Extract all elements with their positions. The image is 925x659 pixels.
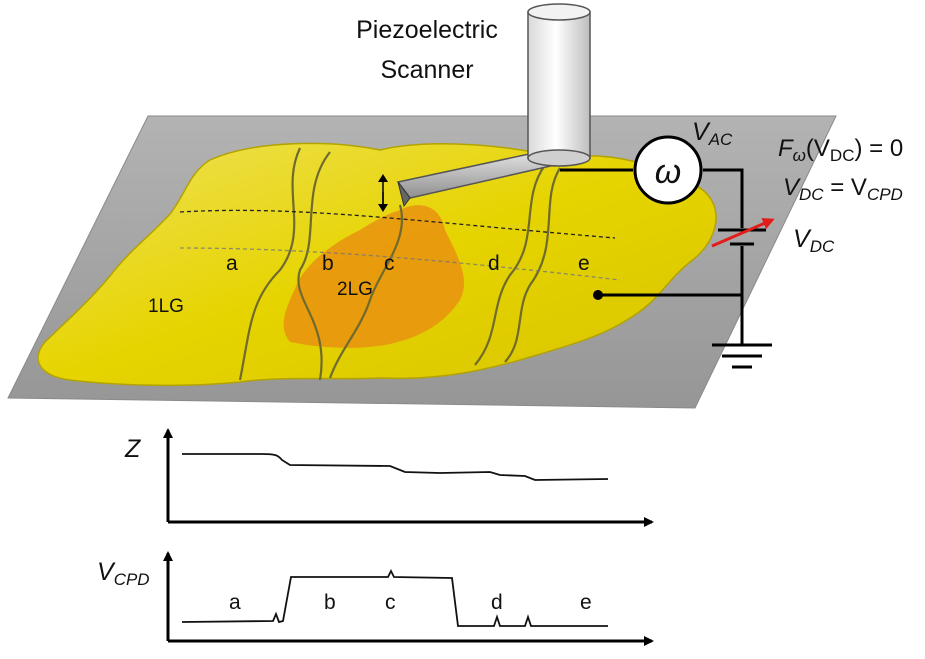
vac-label: VAC — [692, 118, 733, 149]
variable-arrow — [711, 218, 775, 248]
scan-line-projection — [179, 247, 621, 281]
grain-boundaries — [238, 147, 561, 381]
label-sample-c: c — [384, 252, 395, 275]
cpd-region-d: d — [491, 591, 503, 614]
boundary-a — [238, 147, 301, 381]
piezo-scanner — [527, 3, 591, 167]
label-sample-d: d — [488, 252, 500, 275]
scan-line-tip — [179, 209, 616, 239]
label-sample-a: a — [226, 252, 238, 275]
bilayer-region — [283, 205, 465, 348]
ac-source-omega: ω — [655, 153, 681, 191]
boundary-b — [297, 151, 331, 381]
label-sample-e: e — [578, 252, 590, 275]
z-trace — [182, 453, 609, 481]
circuit-wires — [560, 168, 772, 369]
z-profile-plot: Z — [124, 428, 654, 527]
scanner-label-line2: Scanner — [380, 56, 473, 84]
label-sample-b: b — [322, 252, 334, 275]
cpd-region-b: b — [324, 591, 336, 614]
condition-equation-cpd: VDC = VCPD — [783, 174, 903, 204]
condition-equation-force: Fω(VDC) = 0 — [778, 135, 903, 165]
cpd-trace — [181, 568, 608, 627]
cpd-profile-plot: VCPD a b c d e — [97, 551, 654, 646]
sample-contact — [593, 290, 603, 300]
scanner-label-line1: Piezoelectric — [356, 16, 498, 44]
cpd-region-a: a — [229, 591, 241, 614]
cpd-region-c: c — [385, 591, 396, 614]
battery-label: VDC — [793, 225, 835, 256]
probe-tip — [397, 181, 411, 208]
label-2lg: 2LG — [337, 279, 373, 300]
cpd-region-e: e — [580, 591, 592, 614]
z-axis-label: Z — [124, 435, 141, 463]
ac-source — [633, 135, 703, 205]
cpd-axis-label: VCPD — [97, 558, 150, 589]
boundary-d — [474, 164, 546, 366]
boundary-e — [504, 167, 561, 363]
label-1lg: 1LG — [148, 296, 184, 317]
boundary-c — [328, 204, 403, 379]
